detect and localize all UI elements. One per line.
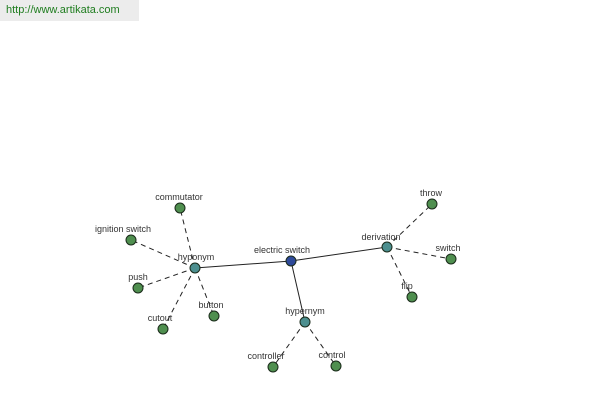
node-circle-ignition-switch[interactable]	[125, 234, 137, 246]
node-label-push: push	[128, 272, 148, 282]
edge-hyponym-cutout	[162, 267, 196, 330]
node-label-derivation: derivation	[361, 232, 400, 242]
edge-derivation-switch	[386, 246, 452, 260]
node-throw[interactable]: throw	[420, 188, 443, 210]
node-controller[interactable]: controller	[247, 351, 285, 373]
edge-derivation-throw	[386, 203, 433, 248]
node-push[interactable]: push	[128, 272, 148, 294]
node-circle-electric-switch[interactable]	[285, 255, 297, 267]
edge-electric-switch-derivation	[290, 246, 388, 262]
url-banner: http://www.artikata.com	[0, 0, 139, 21]
edge-hyponym-push	[137, 267, 196, 289]
node-circle-control[interactable]	[330, 360, 342, 372]
site-url[interactable]: http://www.artikata.com	[6, 4, 120, 16]
node-label-commutator: commutator	[155, 192, 203, 202]
node-circle-hyponym[interactable]	[189, 262, 201, 274]
node-circle-flip[interactable]	[406, 291, 418, 303]
node-control[interactable]: control	[318, 350, 346, 372]
node-commutator[interactable]: commutator	[155, 192, 203, 214]
node-label-flip: flip	[401, 281, 413, 291]
node-label-switch: switch	[435, 243, 460, 253]
edges-layer	[130, 203, 452, 368]
node-label-cutout: cutout	[148, 313, 173, 323]
node-flip[interactable]: flip	[401, 281, 418, 303]
node-circle-controller[interactable]	[267, 361, 279, 373]
node-circle-push[interactable]	[132, 282, 144, 294]
edge-hyponym-ignition-switch	[130, 239, 196, 269]
edge-electric-switch-hyponym	[194, 260, 292, 269]
node-switch[interactable]: switch	[435, 243, 461, 265]
node-label-controller: controller	[247, 351, 284, 361]
node-ignition-switch[interactable]: ignition switch	[95, 224, 151, 246]
node-circle-commutator[interactable]	[174, 202, 186, 214]
node-cutout[interactable]: cutout	[148, 313, 173, 335]
node-circle-button[interactable]	[208, 310, 220, 322]
node-label-throw: throw	[420, 188, 443, 198]
nodes-layer: electric switch hyponym derivation hypernym…	[95, 188, 461, 373]
node-derivation[interactable]: derivation	[361, 232, 401, 253]
node-hypernym[interactable]: hypernym	[285, 306, 325, 328]
node-circle-hypernym[interactable]	[299, 316, 311, 328]
node-label-button: button	[198, 300, 223, 310]
edge-derivation-flip	[386, 246, 413, 298]
node-label-electric-switch: electric switch	[254, 245, 310, 255]
node-circle-cutout[interactable]	[157, 323, 169, 335]
node-hyponym[interactable]: hyponym	[178, 252, 215, 274]
edge-electric-switch-hypernym	[290, 260, 306, 323]
node-electric-switch[interactable]: electric switch	[254, 245, 310, 267]
node-circle-throw[interactable]	[426, 198, 438, 210]
node-button[interactable]: button	[198, 300, 224, 322]
node-label-hypernym: hypernym	[285, 306, 325, 316]
node-label-control: control	[318, 350, 345, 360]
edge-hyponym-commutator	[179, 207, 196, 269]
edge-hypernym-controller	[272, 321, 306, 368]
node-circle-derivation[interactable]	[381, 241, 393, 253]
node-label-ignition-switch: ignition switch	[95, 224, 151, 234]
node-circle-switch[interactable]	[445, 253, 457, 265]
node-label-hyponym: hyponym	[178, 252, 215, 262]
